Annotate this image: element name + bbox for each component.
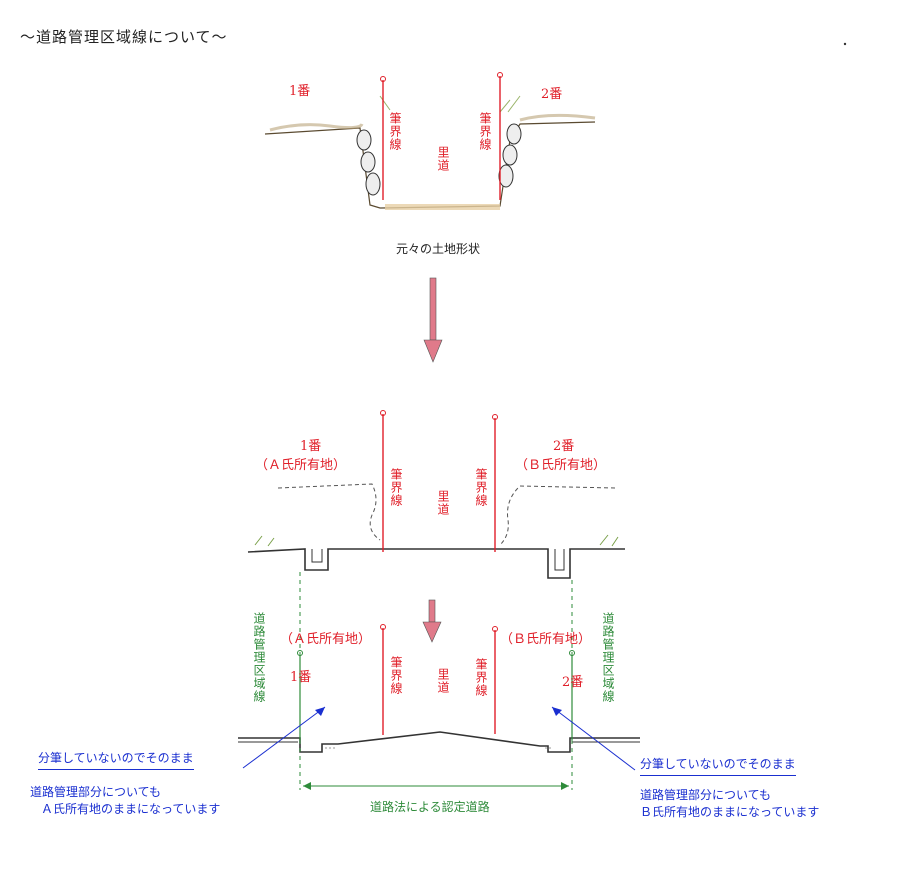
note-right-line2: Ｂ氏所有地のままになっています — [640, 805, 820, 819]
certified-road-label: 道路法による認定道路 — [370, 800, 490, 814]
middle-boundary-label-left: 筆界線 — [389, 468, 403, 507]
bottom-road-label: 里道 — [436, 668, 450, 694]
speck-dot — [843, 42, 847, 46]
mgmt-line-label-left: 道路管理区域線 — [252, 612, 266, 703]
bottom-owner-right-label: （Ｂ氏所有地） — [500, 632, 592, 647]
middle-lot-left-label: 1番 — [300, 439, 322, 454]
bottom-boundary-label-left: 筆界線 — [389, 656, 403, 695]
bottom-boundary-lines — [380, 624, 498, 735]
top-ground-section — [264, 95, 596, 210]
top-lot-left-label: 1番 — [289, 84, 311, 99]
bottom-road-section — [238, 731, 640, 753]
transition-arrow-2 — [422, 599, 442, 643]
middle-boundary-label-right: 筆界線 — [474, 468, 488, 507]
note-left-heading: 分筆していないのでそのまま — [38, 750, 194, 770]
middle-road-label: 里道 — [436, 490, 450, 516]
transition-arrow-1 — [423, 277, 443, 363]
middle-boundary-lines — [380, 410, 498, 552]
note-left-line2: Ａ氏所有地のままになっています — [41, 802, 221, 816]
note-leader-lines — [242, 706, 636, 771]
top-road-label: 里道 — [436, 146, 450, 172]
note-left-line1: 道路管理部分についても — [30, 785, 162, 799]
note-right-line1: 道路管理部分についても — [640, 788, 772, 802]
note-right-heading: 分筆していないのでそのまま — [640, 756, 796, 776]
certified-road-span-arrow — [303, 782, 569, 790]
top-boundary-label-left: 筆界線 — [388, 112, 402, 151]
bottom-owner-left-label: （Ａ氏所有地） — [280, 632, 372, 647]
mgmt-line-label-right: 道路管理区域線 — [601, 612, 615, 703]
top-caption: 元々の土地形状 — [396, 242, 481, 256]
middle-owner-left-label: （Ａ氏所有地） — [255, 458, 347, 473]
middle-lot-right-label: 2番 — [553, 439, 575, 454]
middle-ground-section — [247, 483, 625, 579]
bottom-lot-left-label: 1番 — [290, 670, 312, 685]
middle-owner-right-label: （Ｂ氏所有地） — [515, 458, 607, 473]
page-title: 〜道路管理区域線について〜 — [20, 28, 228, 46]
top-boundary-label-right: 筆界線 — [478, 112, 492, 151]
top-lot-right-label: 2番 — [541, 87, 563, 102]
bottom-boundary-label-right: 筆界線 — [474, 658, 488, 697]
top-boundary-lines — [380, 72, 503, 200]
bottom-lot-right-label: 2番 — [562, 675, 584, 690]
